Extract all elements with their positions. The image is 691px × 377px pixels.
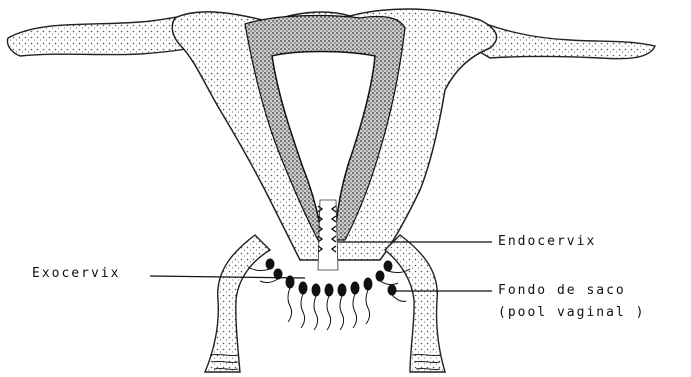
label-endocervix: Endocervix: [498, 234, 596, 249]
vagina-right-wall: [385, 235, 445, 372]
label-pool-vaginal: (pool vaginal ): [498, 305, 645, 320]
vaginal-rugae: [210, 354, 440, 369]
right-fallopian-tube: [470, 18, 655, 59]
vagina-left-wall: [205, 235, 270, 372]
label-exocervix: Exocervix: [32, 266, 120, 281]
label-fondo-de-saco: Fondo de saco: [498, 283, 626, 298]
